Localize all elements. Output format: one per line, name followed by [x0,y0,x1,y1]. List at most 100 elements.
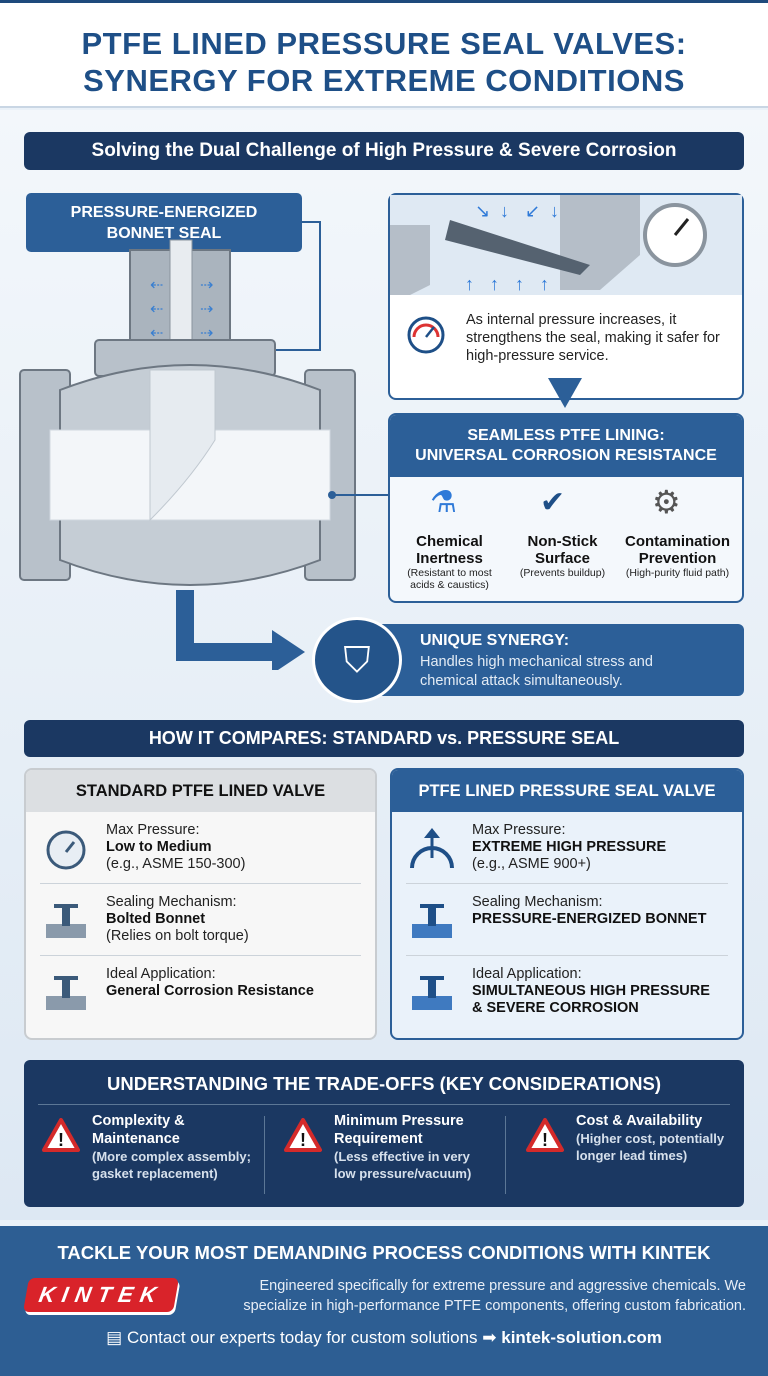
standard-valve-panel: STANDARD PTFE LINED VALVE Max Pressure:L… [24,768,377,1040]
footer-headline: TACKLE YOUR MOST DEMANDING PROCESS CONDI… [57,1242,711,1263]
pressure-seal-description: As internal pressure increases, it stren… [466,312,720,364]
comparison-row: Max Pressure:EXTREME HIGH PRESSURE(e.g.,… [406,818,728,884]
comparison-row: Ideal Application:General Corrosion Resi… [40,962,361,1028]
pressure-energized-panel: ↘↓↙↓↑↑↑↑ As internal pressure increases,… [388,193,744,400]
valve-cutaway-illustration: ⇠ ⇠ ⇠ ⇢ ⇢ ⇢ [19,221,388,670]
tradeoff-desc: (More complex assembly; [92,1149,251,1164]
row-value: Low to Medium [106,839,212,855]
row-note: (e.g., ASME 900+) [472,856,591,872]
svg-text:↑: ↑ [465,274,474,294]
row-label: Sealing Mechanism: [472,894,603,910]
contact-text: Contact our experts today for custom sol… [126,1328,478,1347]
row-value: EXTREME HIGH PRESSURE [472,839,667,855]
row-label: Ideal Application: [106,966,216,982]
footer-text-line: Engineered specifically for extreme pres… [259,1278,746,1294]
tradeoff-title: Requirement [334,1131,423,1147]
bonnet-label-line-1: PRESSURE-ENERGIZED [70,204,258,221]
svg-text:↑: ↑ [515,274,524,294]
warning-icon: ! [284,1118,322,1152]
tradeoff-title: Complexity & [92,1113,185,1129]
feature-title: Prevention [638,550,717,567]
svg-text:↑: ↑ [540,274,549,294]
synergy-text-line: Handles high mechanical stress and [420,654,653,670]
svg-text:!: ! [58,1130,64,1150]
kintek-logo: KINTEK [23,1278,179,1312]
row-value: Bolted Bonnet [106,911,206,927]
comparison-row: Max Pressure:Low to Medium(e.g., ASME 15… [40,818,361,884]
row-label: Ideal Application: [472,966,582,982]
standard-header: STANDARD PTFE LINED VALVE [26,770,375,812]
svg-text:↙: ↙ [525,201,540,221]
divider [264,1116,265,1194]
flask-icon: ⚗ [430,486,457,519]
compare-banner: HOW IT COMPARES: STANDARD vs. PRESSURE S… [24,720,744,757]
title-header: PTFE LINED PRESSURE SEAL VALVES: SYNERGY… [0,0,768,108]
tradeoff-desc: gasket replacement) [92,1166,218,1181]
feature-desc: (High-purity fluid path) [625,567,730,579]
svg-text:!: ! [542,1130,548,1150]
contact-line: ▤ Contact our experts today for custom s… [0,1328,768,1348]
row-note: (Relies on bolt torque) [106,928,249,944]
row-value: PRESSURE-ENERGIZED BONNET [472,911,707,927]
warning-icon: ! [526,1118,564,1152]
warning-icon: ! [42,1118,80,1152]
tradeoff-title: Cost & Availability [576,1113,703,1129]
feature-title: Chemical [416,533,483,550]
pressure-seal-valve-panel: PTFE LINED PRESSURE SEAL VALVE Max Press… [390,768,744,1040]
svg-text:⇠: ⇠ [150,301,163,318]
row-label: Sealing Mechanism: [106,894,237,910]
valve-icon [46,976,86,1010]
comparison-row: Ideal Application:SIMULTANEOUS HIGH PRES… [406,962,728,1028]
gauge-arrow-up-icon [410,828,454,869]
svg-text:⇢: ⇢ [200,325,213,342]
feature-title: Contamination [625,533,730,550]
row-note: (e.g., ASME 150-300) [106,856,246,872]
tradeoff-title: Minimum Pressure [334,1113,464,1129]
footer-cta: TACKLE YOUR MOST DEMANDING PROCESS CONDI… [0,1226,768,1376]
svg-text:↘: ↘ [475,201,490,221]
synergy-title: UNIQUE SYNERGY: [420,632,570,649]
row-value: SIMULTANEOUS HIGH PRESSURE [472,983,710,999]
lining-header-line-2: UNIVERSAL CORROSION RESISTANCE [415,447,717,464]
divider [505,1116,506,1194]
tradeoffs-title: UNDERSTANDING THE TRADE-OFFS (KEY CONSID… [38,1060,730,1105]
comparison-row: Sealing Mechanism:Bolted Bonnet(Relies o… [40,890,361,956]
website-link[interactable]: kintek-solution.com [501,1328,662,1347]
footer-text-line: specialize in high-performance PTFE comp… [243,1298,746,1314]
down-arrow-icon [548,378,582,408]
valve-icon [412,904,452,938]
svg-text:⇠: ⇠ [150,325,163,342]
feature-desc: (Resistant to most [407,567,492,579]
feature-desc: (Prevents buildup) [519,567,606,579]
page-title: PTFE LINED PRESSURE SEAL VALVES: SYNERGY… [0,25,768,99]
arrow-right-icon: ➡ [482,1328,497,1347]
pressure-seal-header: PTFE LINED PRESSURE SEAL VALVE [392,770,742,812]
svg-text:↓: ↓ [550,201,559,221]
row-value: General Corrosion Resistance [106,983,314,999]
title-line-2: SYNERGY FOR EXTREME CONDITIONS [83,63,685,98]
title-line-1: PTFE LINED PRESSURE SEAL VALVES: [81,26,687,61]
svg-text:⇢: ⇢ [200,301,213,318]
feature-title: Surface [534,550,591,567]
synergy-box: UNIQUE SYNERGY: Handles high mechanical … [340,624,744,696]
row-label: Max Pressure: [106,822,200,838]
tradeoff-title: Maintenance [92,1131,180,1147]
row-label: Max Pressure: [472,822,566,838]
pressure-seal-detail-illustration: ↘↓↙↓↑↑↑↑ [390,195,742,295]
ptfe-lining-panel: SEAMLESS PTFE LINING: UNIVERSAL CORROSIO… [388,413,744,603]
svg-text:⇠: ⇠ [150,277,163,294]
gauge-icon [407,316,445,354]
svg-text:⇢: ⇢ [200,277,213,294]
footer-description: Engineered specifically for extreme pres… [243,1276,746,1316]
tradeoffs-box: UNDERSTANDING THE TRADE-OFFS (KEY CONSID… [24,1060,744,1207]
challenge-banner: Solving the Dual Challenge of High Press… [24,132,744,170]
svg-text:↓: ↓ [500,201,509,221]
lining-header-line-1: SEAMLESS PTFE LINING: [467,427,665,444]
feature-desc: acids & caustics) [410,579,489,591]
tradeoff-desc: low pressure/vacuum) [334,1166,472,1181]
shield-gear-icon: ⛉ [312,617,402,703]
